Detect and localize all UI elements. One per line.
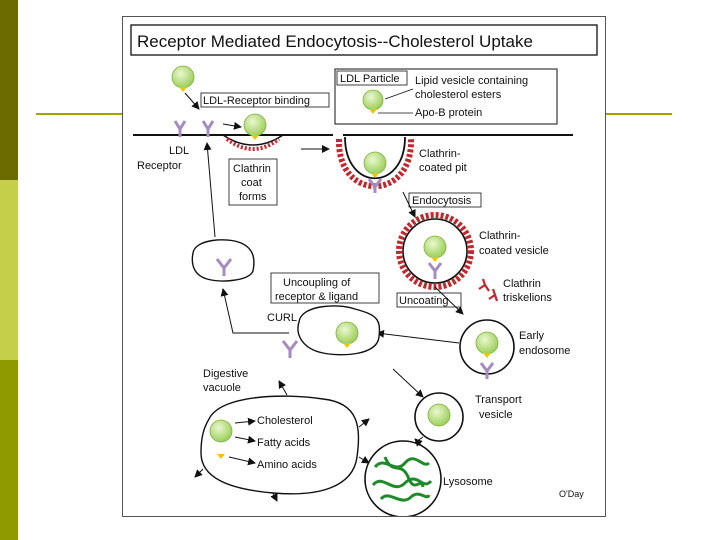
recycling-vesicle (191, 239, 255, 282)
sidebar-block-mid (0, 360, 18, 540)
uncoupling-label-1: Uncoupling of (283, 277, 351, 289)
bound-ldl-icon (243, 113, 267, 140)
clathrin-coat-icon (225, 137, 281, 151)
triskelions-label-1: Clathrin (503, 278, 541, 290)
uncoupling-label-2: receptor & ligand (275, 291, 358, 303)
sidebar-accent (0, 0, 18, 540)
ldl-receptor-label-1: LDL (169, 145, 189, 157)
coated-vesicle-label-2: coated vesicle (479, 245, 549, 257)
curl-compartment (281, 305, 381, 358)
digestive-vacuole-label-2: vacuole (203, 382, 241, 394)
coated-pit-label-2: coated pit (419, 162, 467, 174)
early-endosome (459, 319, 515, 379)
lysosome (364, 440, 442, 518)
endocytosis-label: Endocytosis (412, 195, 472, 207)
diagram-title: Receptor Mediated Endocytosis--Cholester… (137, 32, 533, 51)
header-rule-right (602, 113, 672, 115)
transport-vesicle-label-2: vesicle (479, 409, 513, 421)
ldl-legend: LDL Particle Lipid vesicle containing ch… (334, 68, 558, 125)
sidebar-block-light (0, 180, 18, 360)
digestive-vacuole (200, 395, 360, 495)
coated-pit (335, 136, 415, 193)
transport-vesicle (414, 392, 464, 442)
legend-ldl-particle-icon (362, 89, 384, 114)
clathrin-coated-vesicle (396, 212, 474, 290)
clathrin-coat-label-2: coat (241, 177, 262, 189)
legend-apob: Apo-B protein (415, 107, 482, 119)
lysosome-label: Lysosome (443, 476, 493, 488)
digestive-vacuole-label-1: Digestive (203, 368, 248, 380)
ldl-receptor-label-2: Receptor (137, 160, 182, 172)
coated-vesicle-label-1: Clathrin- (479, 230, 521, 242)
legend-lipid-line-2: cholesterol esters (415, 89, 502, 101)
clathrin-triskelion-icon (478, 278, 499, 302)
early-endosome-label-1: Early (519, 330, 545, 342)
legend-lipid-line-1: Lipid vesicle containing (415, 75, 528, 87)
sidebar-block-dark (0, 0, 18, 180)
ldl-receptor-binding-label: LDL-Receptor binding (203, 95, 310, 107)
header-rule-left (36, 113, 124, 115)
curl-label: CURL (267, 312, 297, 324)
credit-label: O'Day (559, 489, 584, 499)
ldl-receptor-icon (173, 120, 215, 137)
transport-vesicle-label-1: Transport (475, 394, 522, 406)
legend-title: LDL Particle (340, 73, 400, 85)
uncoating-label: Uncoating (399, 295, 449, 307)
early-endosome-label-2: endosome (519, 345, 570, 357)
endocytosis-diagram: Receptor Mediated Endocytosis--Cholester… (122, 16, 606, 518)
amino-acids-label: Amino acids (257, 459, 317, 471)
title-box: Receptor Mediated Endocytosis--Cholester… (130, 24, 598, 56)
coated-pit-label-1: Clathrin- (419, 148, 461, 160)
ldl-particle-icon (171, 65, 195, 92)
triskelions-label-2: triskelions (503, 292, 552, 304)
fatty-acids-label: Fatty acids (257, 437, 311, 449)
clathrin-coat-label-1: Clathrin (233, 163, 271, 175)
clathrin-coat-label-3: forms (239, 191, 267, 203)
cholesterol-label: Cholesterol (257, 415, 313, 427)
